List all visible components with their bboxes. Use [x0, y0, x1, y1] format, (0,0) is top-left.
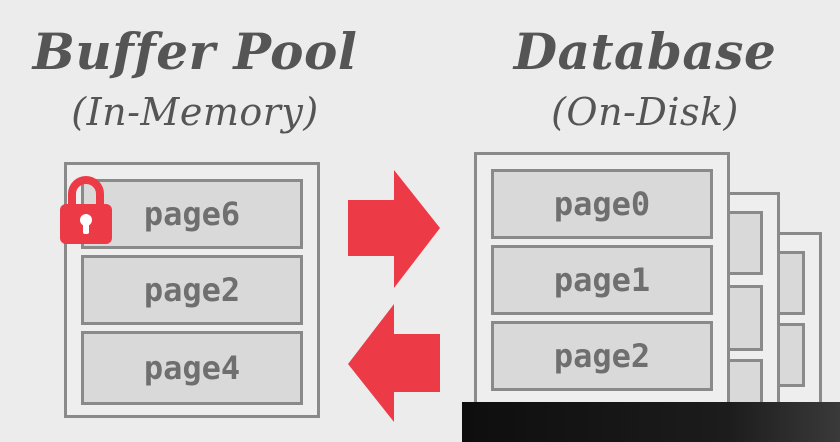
lock-icon — [60, 176, 112, 244]
video-overlay — [462, 402, 840, 442]
database-page-slot: page0 — [491, 169, 713, 239]
buffer-pool-title: Buffer Pool — [32, 22, 358, 81]
buffer-page-slot: page6 — [81, 179, 303, 249]
buffer-page-slot: page2 — [81, 255, 303, 325]
buffer-page-label: page6 — [143, 195, 241, 233]
buffer-page-slot: page4 — [81, 331, 303, 405]
database-page-slot: page1 — [491, 245, 713, 315]
database-title: Database — [513, 22, 777, 81]
database-subtitle: (On-Disk) — [551, 90, 739, 134]
arrow-left-icon — [348, 304, 440, 422]
database-page-label: page1 — [553, 261, 651, 299]
database-page-label: page2 — [553, 337, 651, 375]
database-page-slot: page2 — [491, 321, 713, 391]
buffer-pool-subtitle: (In-Memory) — [71, 90, 319, 134]
buffer-page-label: page2 — [143, 271, 241, 309]
database-file-front: page0 page1 page2 — [474, 152, 730, 442]
buffer-pool-frame: page6 page2 page4 — [64, 162, 320, 418]
database-page-label: page0 — [553, 185, 651, 223]
arrow-right-icon — [348, 170, 440, 288]
buffer-page-label: page4 — [143, 349, 241, 387]
